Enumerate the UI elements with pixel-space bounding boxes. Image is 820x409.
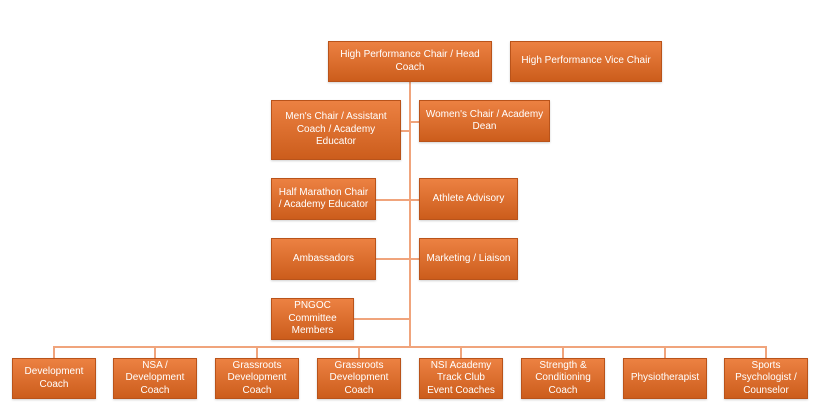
node-bottom-5: NSI Academy Track Club Event Coaches xyxy=(419,358,503,399)
node-bottom-1: Development Coach xyxy=(12,358,96,399)
node-head-coach: High Performance Chair / Head Coach xyxy=(328,41,492,82)
node-mens-chair: Men's Chair / Assistant Coach / Academy … xyxy=(271,100,401,160)
node-bottom-4: Grassroots Development Coach xyxy=(317,358,401,399)
node-bottom-6: Strength & Conditioning Coach xyxy=(521,358,605,399)
connector-pngoc xyxy=(354,318,410,320)
connector-mens-chair xyxy=(400,130,410,132)
drop-line-6 xyxy=(562,347,564,358)
connector-ambassadors xyxy=(376,258,419,260)
node-bottom-8: Sports Psychologist / Counselor xyxy=(724,358,808,399)
drop-line-3 xyxy=(256,347,258,358)
drop-line-8 xyxy=(765,347,767,358)
trunk-line xyxy=(409,82,411,347)
drop-line-7 xyxy=(664,347,666,358)
connector-womens-chair xyxy=(410,121,419,123)
node-bottom-3: Grassroots Development Coach xyxy=(215,358,299,399)
node-athlete-advisory: Athlete Advisory xyxy=(419,178,518,220)
drop-line-1 xyxy=(53,347,55,358)
connector-half-marathon xyxy=(376,199,419,201)
node-pngoc: PNGOC Committee Members xyxy=(271,298,354,340)
bottom-bus-line xyxy=(53,346,767,348)
node-bottom-2: NSA / Development Coach xyxy=(113,358,197,399)
node-marketing: Marketing / Liaison xyxy=(419,238,518,280)
node-bottom-7: Physiotherapist xyxy=(623,358,707,399)
node-half-marathon-chair: Half Marathon Chair / Academy Educator xyxy=(271,178,376,220)
drop-line-2 xyxy=(154,347,156,358)
drop-line-4 xyxy=(358,347,360,358)
drop-line-5 xyxy=(460,347,462,358)
node-ambassadors: Ambassadors xyxy=(271,238,376,280)
node-womens-chair: Women's Chair / Academy Dean xyxy=(419,100,550,142)
node-vice-chair: High Performance Vice Chair xyxy=(510,41,662,82)
